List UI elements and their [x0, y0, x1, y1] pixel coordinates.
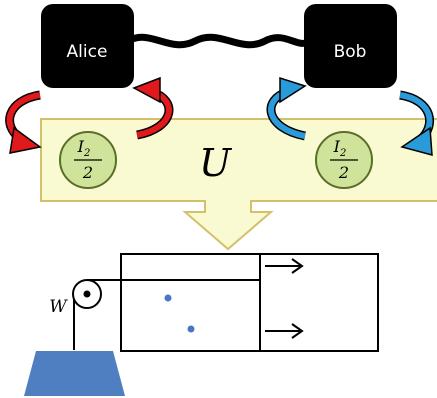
state-left-numerator: I	[77, 137, 85, 156]
state-left-denominator: 2	[82, 163, 93, 182]
weight-label: W	[49, 297, 68, 317]
weight-block	[24, 351, 125, 396]
particle-1	[164, 294, 172, 302]
bob-arrow-in-icon	[399, 90, 434, 156]
alice-arrow-in-icon	[5, 90, 42, 154]
state-right: I2 2	[315, 131, 373, 189]
state-right-denominator: 2	[338, 163, 349, 182]
engine-box	[120, 253, 379, 352]
state-left-subscript: 2	[83, 148, 90, 159]
state-left: I2 2	[59, 131, 117, 189]
svg-text:I2: I2	[77, 137, 91, 159]
entanglement-link	[124, 33, 314, 49]
state-right-numerator: I	[333, 137, 341, 156]
alice-box: Alice	[41, 4, 134, 88]
pulley	[72, 279, 260, 350]
alice-arrow-out-icon	[132, 76, 174, 140]
piston-arrow-bottom-icon	[265, 323, 304, 339]
piston-arrow-top-icon	[265, 258, 304, 274]
alice-label: Alice	[67, 42, 108, 62]
bob-label: Bob	[334, 42, 367, 62]
bob-box: Bob	[304, 4, 397, 88]
svg-text:I2: I2	[333, 137, 347, 159]
bob-arrow-out-icon	[266, 76, 307, 141]
state-right-subscript: 2	[339, 148, 346, 159]
particle-2	[187, 325, 195, 333]
down-arrow-icon	[182, 200, 274, 251]
operator-label: U	[199, 141, 233, 185]
